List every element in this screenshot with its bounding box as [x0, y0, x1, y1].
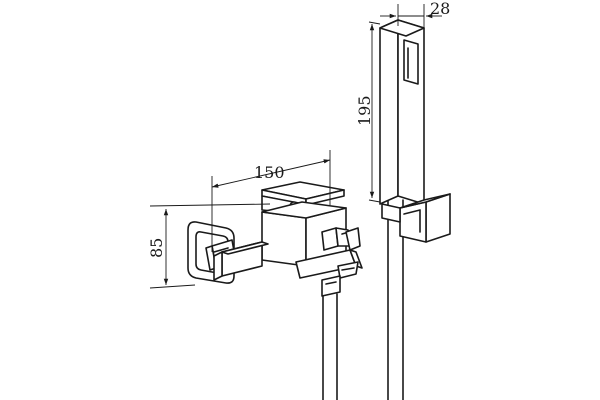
dimension-shower-width: 28	[380, 0, 450, 30]
spout	[295, 249, 363, 297]
hand-shower	[379, 19, 425, 205]
dimension-label-85: 85	[147, 238, 166, 258]
dimension-label-195: 195	[355, 95, 374, 126]
diverter-knob	[321, 227, 361, 251]
dimension-label-28: 28	[430, 0, 450, 18]
dimension-height: 85	[147, 203, 271, 289]
dimension-spout-length: 150	[211, 150, 331, 252]
dimension-label-150: 150	[254, 163, 285, 182]
shower-holder	[381, 193, 451, 243]
connecting-arm	[213, 241, 269, 281]
outlet-hose	[322, 293, 338, 400]
dimension-shower-length: 195	[355, 21, 381, 203]
